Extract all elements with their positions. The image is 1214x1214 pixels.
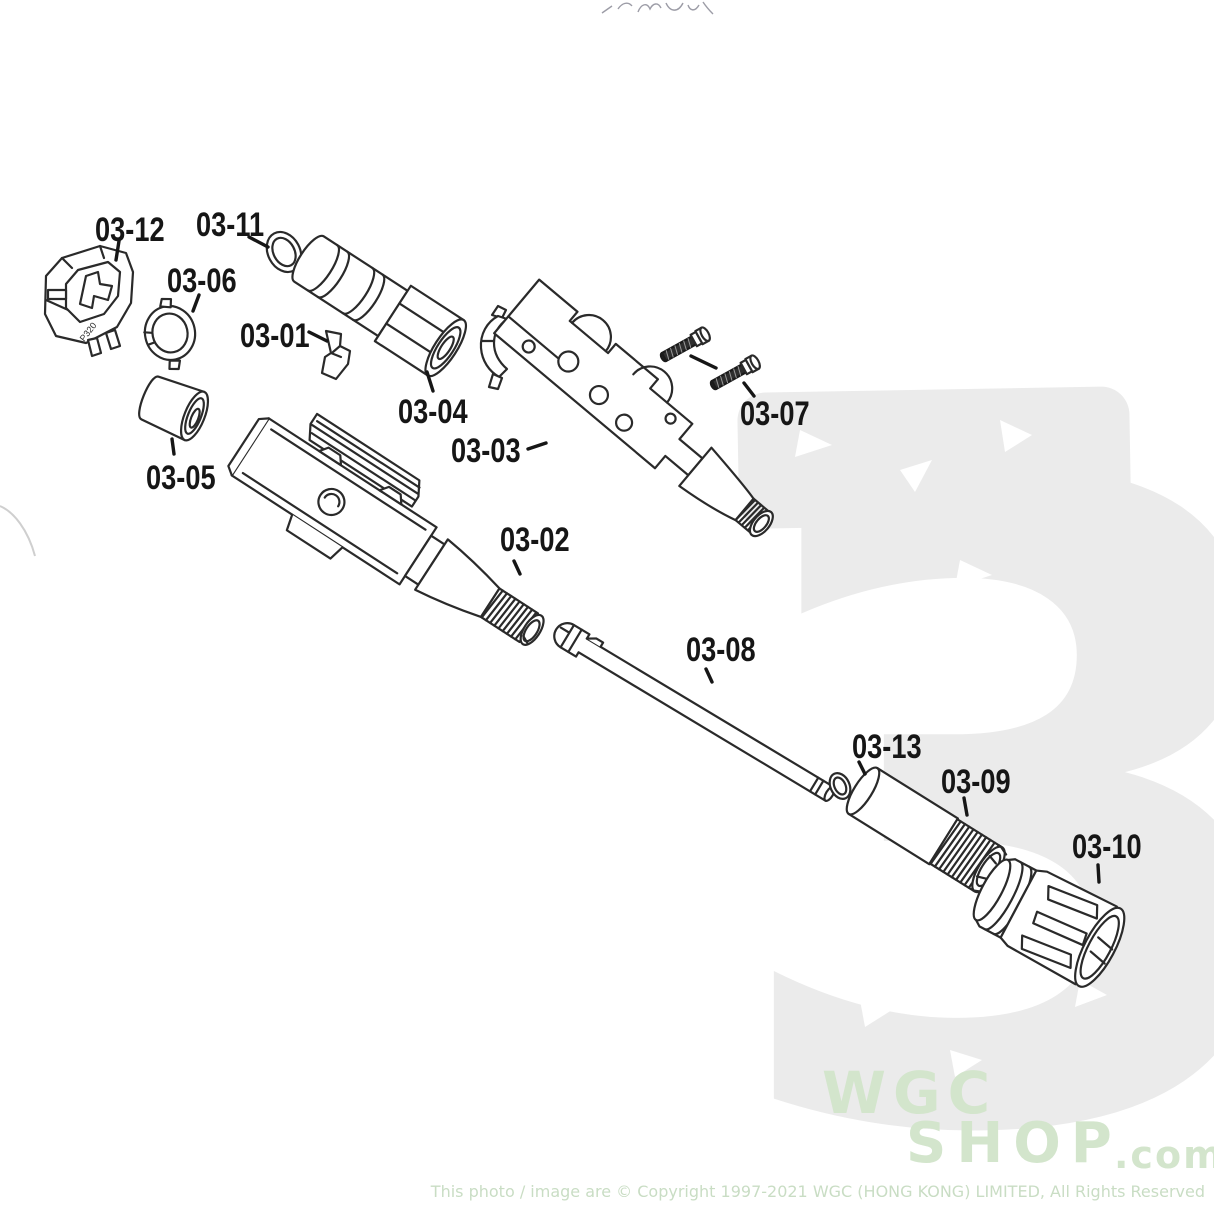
part-flash-hider-03-10: [972, 858, 1126, 988]
leader-lines: [114, 235, 1101, 884]
part-label-03-13: 03-13: [852, 728, 922, 766]
part-inner-barrel-03-08: [553, 622, 836, 802]
part-barrel-spacer-03-05: [138, 375, 210, 442]
part-label-03-08: 03-08: [686, 631, 756, 669]
part-label-03-01: 03-01: [240, 317, 310, 355]
part-label-03-03: 03-03: [451, 432, 521, 470]
part-oring-03-11: [265, 230, 303, 274]
part-label-03-06: 03-06: [167, 262, 237, 300]
part-hopup-cylinder-03-04: [291, 234, 468, 378]
part-chamber-main-03-03: [493, 278, 774, 538]
part-label-03-09: 03-09: [941, 763, 1011, 801]
watermark-brand-com: .com: [1114, 1133, 1214, 1177]
watermark-blob: [737, 386, 1131, 529]
part-chamber-left-half-03-03: [479, 304, 509, 391]
part-hop-lever-03-01: [320, 329, 352, 381]
part-screw-2-03-07: [709, 354, 761, 391]
part-outer-barrel-03-02: [227, 412, 545, 646]
signature-scribble: [601, 1, 714, 15]
part-label-03-05: 03-05: [146, 459, 216, 497]
part-label-03-07: 03-07: [740, 395, 810, 433]
part-clip-ring-03-06: [143, 297, 197, 371]
watermark-brand-wgc: WGC: [822, 1059, 998, 1127]
part-oring-03-13: [828, 772, 852, 800]
part-screw-1-03-07: [659, 326, 711, 363]
part-label-03-11: 03-11: [196, 206, 265, 244]
part-barrel-extension-03-09: [845, 766, 1008, 894]
part-label-03-10: 03-10: [1072, 828, 1142, 866]
part-label-03-04: 03-04: [398, 393, 468, 431]
part-chamber-base-03-12: P320: [43, 244, 135, 358]
copyright-notice: This photo / image are © Copyright 1997-…: [430, 1182, 1205, 1201]
part-label-03-12: 03-12: [95, 211, 165, 249]
faint-arc-left-edge: [0, 505, 36, 557]
part-label-03-02: 03-02: [500, 521, 570, 559]
watermark-brand-shop: SHOP: [906, 1111, 1122, 1176]
